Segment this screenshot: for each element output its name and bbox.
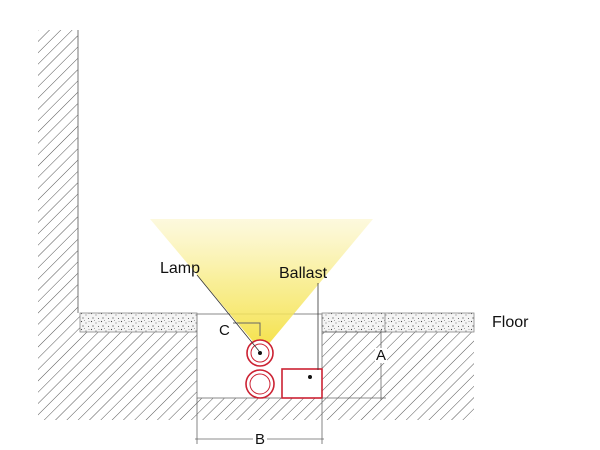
floor-finish-right <box>321 312 475 333</box>
ballast-icon <box>281 368 323 399</box>
lamp-bracket <box>233 322 261 336</box>
wall-and-ground-hatch <box>38 30 474 420</box>
ballast-center-dot <box>308 375 312 379</box>
lamp-label: Lamp <box>160 260 201 277</box>
floor-label: Floor <box>492 314 529 331</box>
light-beam <box>150 219 373 352</box>
dimension-b-label: B <box>253 431 268 448</box>
lamp-center-dot <box>258 351 262 355</box>
ballast-label: Ballast <box>279 265 328 282</box>
dimension-a-label: A <box>375 347 388 364</box>
floor-finish-left <box>79 312 198 333</box>
dimension-c-label: C <box>219 322 230 339</box>
lamp-lower-inner <box>249 373 271 395</box>
lamp-leader <box>196 274 260 352</box>
lamp-upper-inner <box>250 343 270 363</box>
